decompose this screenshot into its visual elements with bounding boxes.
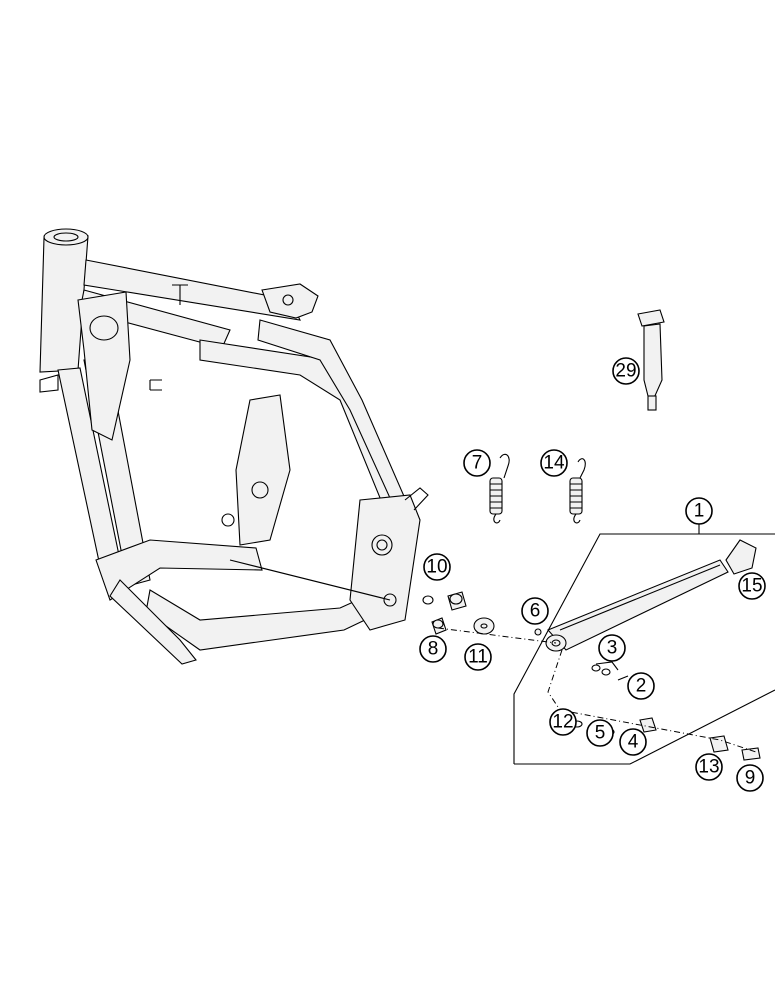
callout-2[interactable]: 2 <box>627 672 655 700</box>
callout-4[interactable]: 4 <box>619 728 647 756</box>
callout-13[interactable]: 13 <box>695 753 723 781</box>
svg-text:11: 11 <box>468 647 488 668</box>
side-stand-leg <box>545 559 729 652</box>
svg-text:6: 6 <box>530 601 541 622</box>
svg-text:8: 8 <box>428 639 439 660</box>
svg-text:5: 5 <box>595 723 606 744</box>
svg-text:3: 3 <box>607 638 618 659</box>
stand-foot-15 <box>725 539 757 575</box>
callout-15[interactable]: 15 <box>738 572 766 600</box>
callout-8[interactable]: 8 <box>419 635 447 663</box>
callout-9[interactable]: 9 <box>736 764 764 792</box>
callout-5[interactable]: 5 <box>586 719 614 747</box>
svg-text:1: 1 <box>694 501 705 522</box>
callout-12[interactable]: 12 <box>549 708 577 736</box>
svg-text:14: 14 <box>543 453 565 474</box>
svg-text:29: 29 <box>615 361 636 382</box>
svg-text:2: 2 <box>636 676 647 697</box>
spring-14 <box>569 458 586 524</box>
callout-7[interactable]: 7 <box>463 449 491 477</box>
callout-1[interactable]: 1 <box>685 497 713 525</box>
callout-29[interactable]: 29 <box>612 357 640 385</box>
small-parts <box>534 628 761 761</box>
motorcycle-frame <box>39 228 429 665</box>
tool-29 <box>637 309 665 411</box>
svg-text:13: 13 <box>698 757 719 778</box>
spring-7 <box>489 453 510 524</box>
callout-6[interactable]: 6 <box>521 597 549 625</box>
svg-text:9: 9 <box>745 768 756 789</box>
washer-10 <box>422 591 467 611</box>
callout-3[interactable]: 3 <box>598 634 626 662</box>
washer-11 <box>473 617 495 635</box>
svg-text:12: 12 <box>552 712 573 733</box>
callout-10[interactable]: 10 <box>423 553 451 581</box>
mounting-bolt-8 <box>431 617 447 635</box>
svg-text:4: 4 <box>628 732 639 753</box>
svg-text:7: 7 <box>472 453 483 474</box>
svg-text:10: 10 <box>426 557 447 578</box>
side-stand-assembly-box <box>513 533 775 765</box>
svg-text:15: 15 <box>741 576 762 597</box>
callout-14[interactable]: 14 <box>540 449 568 477</box>
callout-11[interactable]: 11 <box>464 643 492 671</box>
